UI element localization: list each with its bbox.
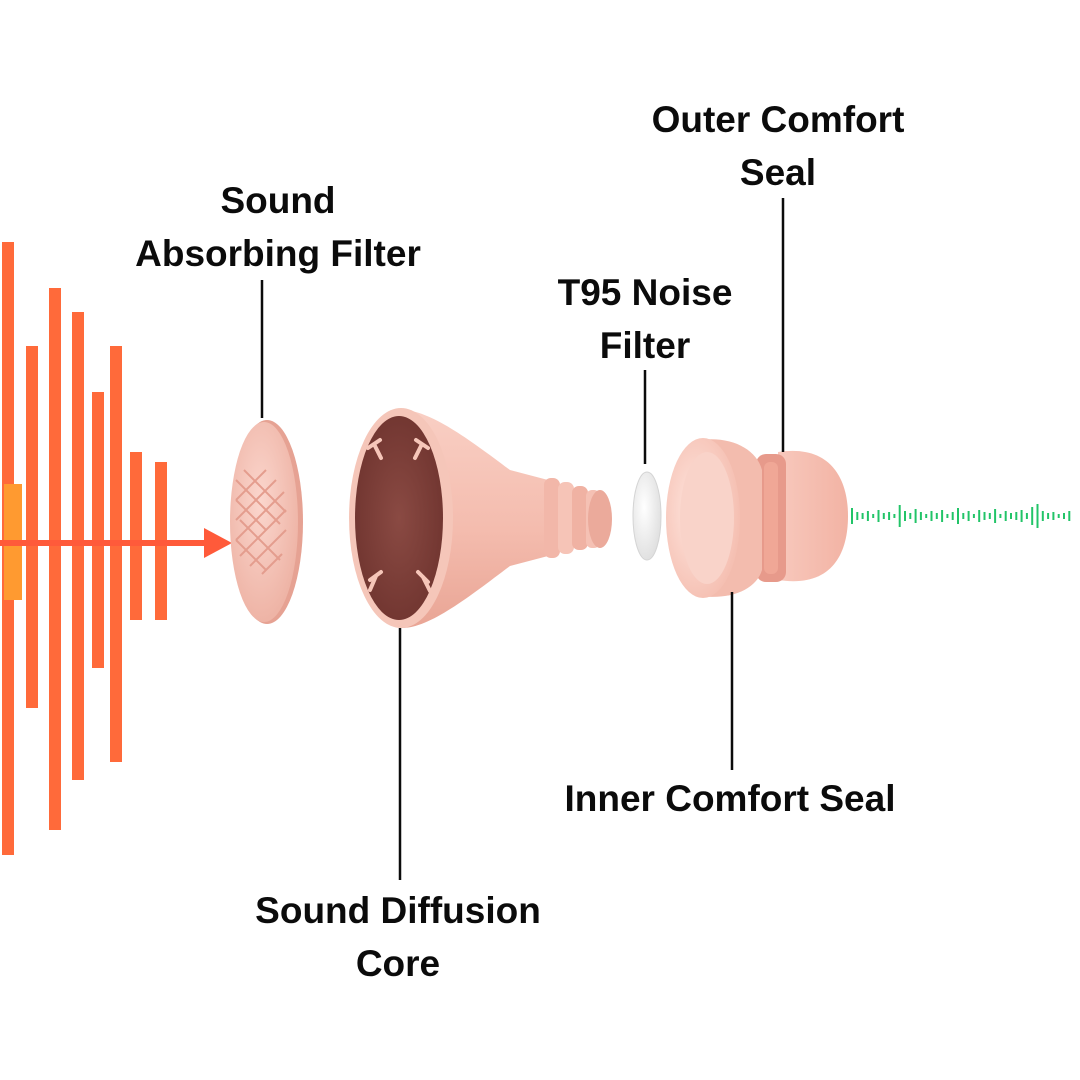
sound-diffusion-core-part: [349, 408, 612, 628]
label-sound-diffusion-core: Sound Diffusion Core: [255, 890, 541, 984]
arrow-right-icon: [0, 528, 232, 558]
loud-wave-bar: [49, 288, 61, 830]
loud-wave-bar: [130, 452, 142, 620]
interior-markings: [366, 438, 432, 593]
label-sound-absorbing-filter: Sound Absorbing Filter: [135, 180, 421, 274]
mesh-pattern: [235, 469, 287, 575]
quiet-sound-wave-icon: [851, 504, 1071, 528]
leader-lines: [260, 198, 785, 880]
label-t95-noise-filter: T95 Noise Filter: [557, 272, 733, 366]
sound-absorbing-filter-part: [230, 420, 303, 624]
comfort-seal-part: [666, 438, 848, 598]
t95-noise-filter-part: [632, 471, 662, 561]
loud-sound-wave-icon: [2, 242, 167, 855]
loud-wave-bar: [26, 346, 38, 708]
loud-wave-bar: [92, 392, 104, 668]
loud-wave-bar: [110, 346, 122, 762]
label-inner-comfort-seal: Inner Comfort Seal: [564, 778, 896, 819]
label-outer-comfort-seal: Outer Comfort Seal: [651, 99, 905, 193]
